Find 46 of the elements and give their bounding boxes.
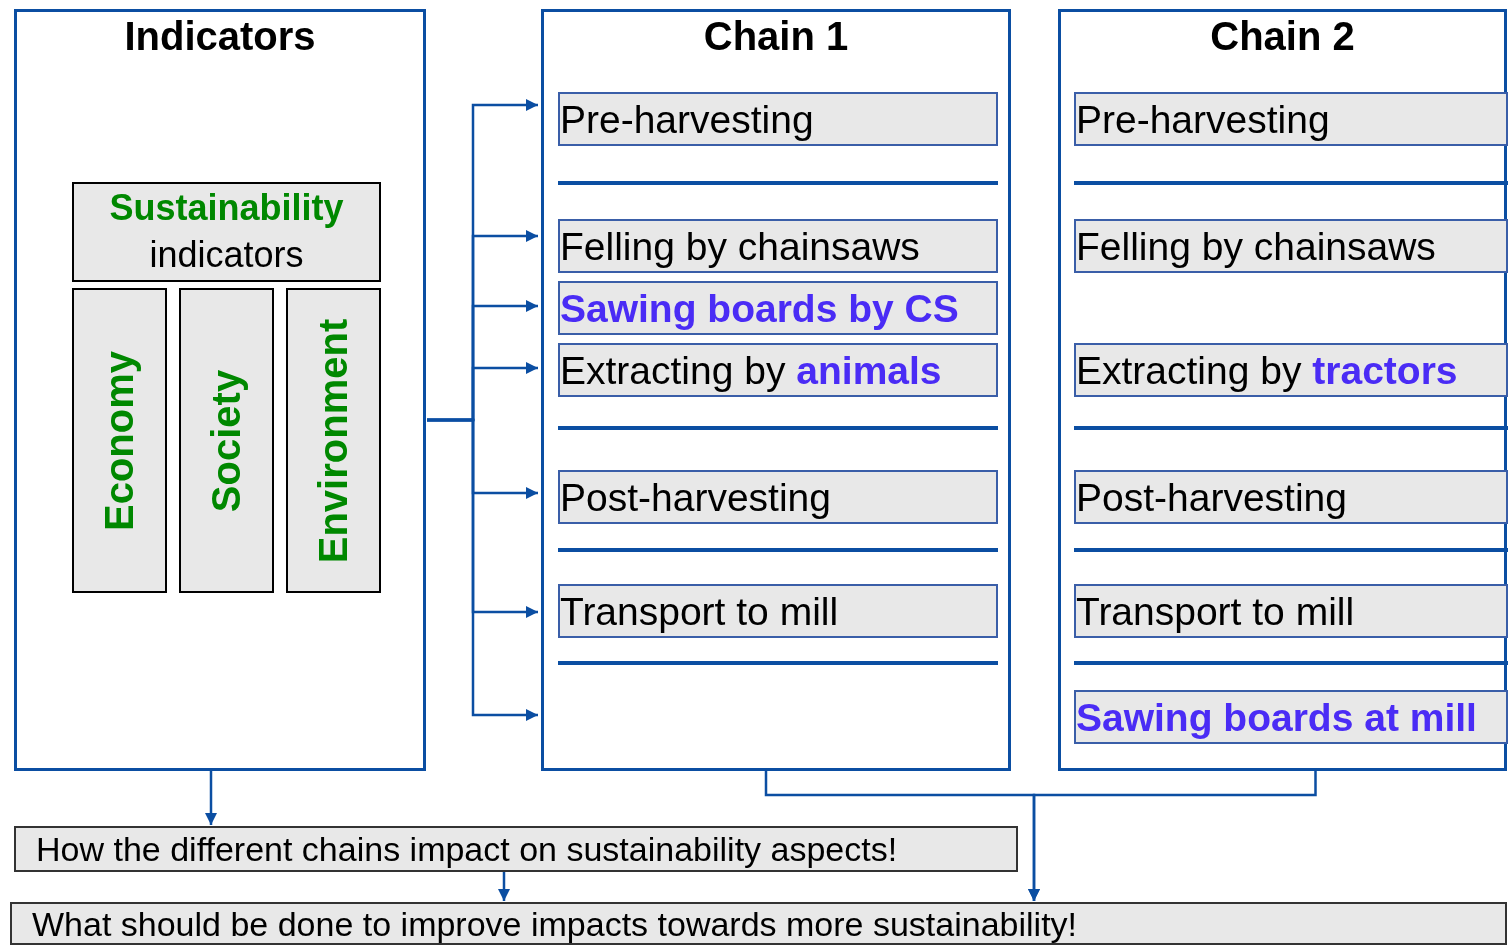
- arrow: [497, 872, 511, 901]
- statement-box: [10, 902, 1507, 945]
- box-label: Sawing boards at mill: [1076, 697, 1477, 737]
- box-label: How the different chains impact on sustainability aspects!: [36, 832, 898, 866]
- process-box: [1074, 92, 1508, 146]
- box-label: Extracting by tractors: [1076, 350, 1458, 390]
- box-label: Felling by chainsaws: [1076, 226, 1436, 266]
- process-box: [558, 343, 998, 397]
- box-label: Economy: [99, 350, 140, 531]
- arrow: [1027, 771, 1317, 901]
- box-label: Post-harvesting: [560, 477, 831, 517]
- category-column: [72, 288, 167, 593]
- box-label: Environment: [313, 318, 354, 563]
- category-column: [286, 288, 381, 593]
- group-panel: [14, 9, 426, 771]
- process-box: [558, 219, 998, 273]
- panel-title: Chain 2: [1210, 16, 1355, 56]
- group-panel: [1058, 9, 1507, 771]
- panel-title: Indicators: [124, 16, 316, 56]
- box-label: Transport to mill: [1076, 591, 1355, 631]
- box-label: Sawing boards by CS: [560, 288, 959, 328]
- panel-title: Chain 1: [703, 16, 849, 56]
- arrow: [204, 771, 218, 825]
- heading-box: [72, 182, 381, 282]
- process-box: [1074, 584, 1508, 638]
- box-label: Extracting by animals: [560, 350, 942, 390]
- process-box: [1074, 690, 1508, 744]
- arrow: [427, 418, 538, 722]
- box-label: Pre-harvesting: [1076, 99, 1330, 139]
- box-label: Pre-harvesting: [560, 99, 814, 139]
- process-box: [558, 584, 998, 638]
- process-box: [558, 281, 998, 335]
- statement-box: [14, 826, 1018, 872]
- box-label: Society: [206, 369, 247, 512]
- box-label: Transport to mill: [560, 591, 839, 631]
- process-box: [1074, 219, 1508, 273]
- box-label: Felling by chainsaws: [560, 226, 920, 266]
- process-box: [1074, 343, 1508, 397]
- box-label: Sustainability indicators: [108, 186, 345, 277]
- box-label: Post-harvesting: [1076, 477, 1347, 517]
- process-box: [1074, 470, 1508, 524]
- process-box: [558, 470, 998, 524]
- group-panel: [541, 9, 1011, 771]
- process-box: [558, 92, 998, 146]
- category-column: [179, 288, 274, 593]
- box-label: What should be done to improve impacts towards more sustainability!: [32, 906, 1078, 941]
